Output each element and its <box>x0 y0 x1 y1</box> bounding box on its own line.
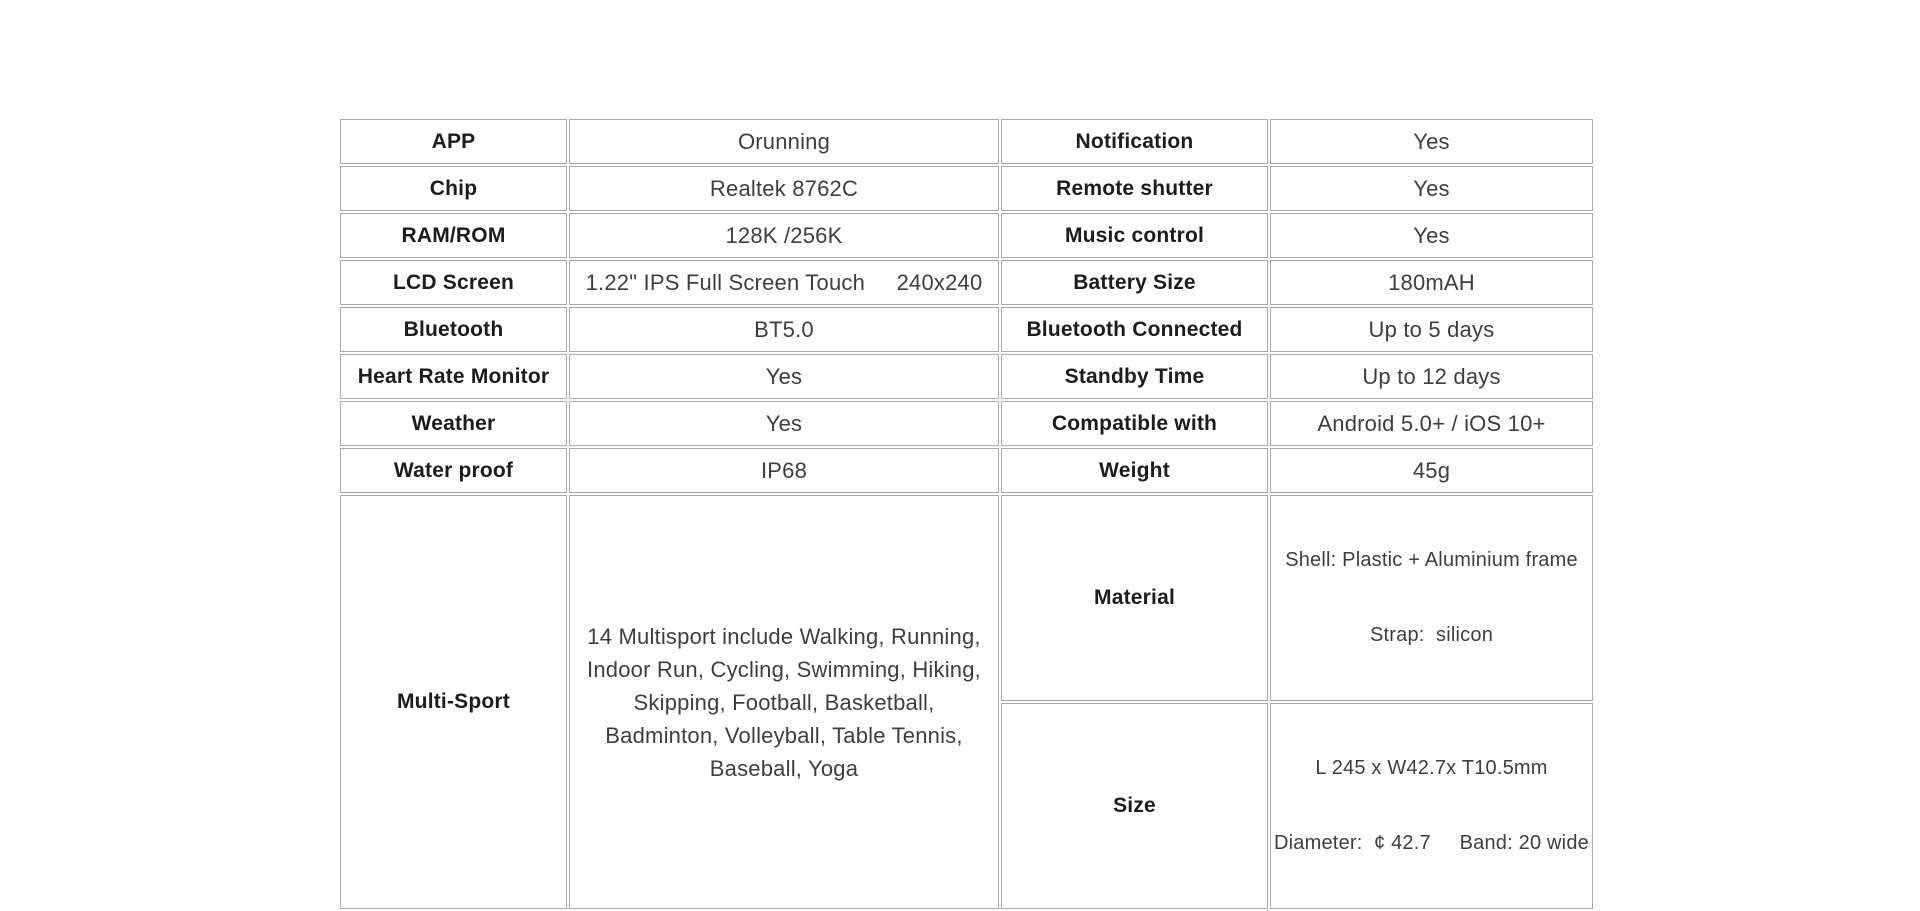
spec-value-lcd-screen: 1.22" IPS Full Screen Touch 240x240 <box>569 260 999 305</box>
spec-label-music-control: Music control <box>1001 213 1268 258</box>
spec-value-compatible-with: Android 5.0+ / iOS 10+ <box>1270 401 1593 446</box>
spec-value-standby-time: Up to 12 days <box>1270 354 1593 399</box>
spec-value-heart-rate-monitor: Yes <box>569 354 999 399</box>
spec-label-weather: Weather <box>340 401 567 446</box>
spec-label-water-proof: Water proof <box>340 448 567 493</box>
table-row: Multi-Sport 14 Multisport include Walkin… <box>340 495 1593 909</box>
spec-value-multi-sport: 14 Multisport include Walking, Running, … <box>569 495 999 909</box>
size-line-diameter-band: Diameter: ¢ 42.7 Band: 20 wide <box>1274 832 1589 854</box>
spec-label-weight: Weight <box>1001 448 1268 493</box>
spec-label-ram-rom: RAM/ROM <box>340 213 567 258</box>
table-row: LCD Screen 1.22" IPS Full Screen Touch 2… <box>340 260 1593 305</box>
spec-label-notification: Notification <box>1001 119 1268 164</box>
spec-label-standby-time: Standby Time <box>1001 354 1268 399</box>
spec-label-bluetooth-connected: Bluetooth Connected <box>1001 307 1268 352</box>
spec-value-music-control: Yes <box>1270 213 1593 258</box>
spec-label-lcd-screen: LCD Screen <box>340 260 567 305</box>
table-row: RAM/ROM 128K /256K Music control Yes <box>340 213 1593 258</box>
size-line-dimensions: L 245 x W42.7x T10.5mm <box>1315 757 1548 779</box>
spec-value-ram-rom: 128K /256K <box>569 213 999 258</box>
spec-value-material: Shell: Plastic + Aluminium frame Strap: … <box>1270 495 1593 701</box>
spec-label-remote-shutter: Remote shutter <box>1001 166 1268 211</box>
material-line-shell: Shell: Plastic + Aluminium frame <box>1285 549 1578 571</box>
spec-value-remote-shutter: Yes <box>1270 166 1593 211</box>
spec-table: APP Orunning Notification Yes Chip Realt… <box>338 117 1595 911</box>
spec-label-battery-size: Battery Size <box>1001 260 1268 305</box>
spec-label-size: Size <box>1001 703 1268 909</box>
material-line-strap: Strap: silicon <box>1369 624 1494 646</box>
table-row: Chip Realtek 8762C Remote shutter Yes <box>340 166 1593 211</box>
spec-label-material: Material <box>1001 495 1268 701</box>
table-row: Heart Rate Monitor Yes Standby Time Up t… <box>340 354 1593 399</box>
spec-value-bluetooth-connected: Up to 5 days <box>1270 307 1593 352</box>
table-row: Bluetooth BT5.0 Bluetooth Connected Up t… <box>340 307 1593 352</box>
product-spec-table: APP Orunning Notification Yes Chip Realt… <box>338 117 1595 911</box>
spec-value-weather: Yes <box>569 401 999 446</box>
spec-value-battery-size: 180mAH <box>1270 260 1593 305</box>
spec-value-notification: Yes <box>1270 119 1593 164</box>
table-row: APP Orunning Notification Yes <box>340 119 1593 164</box>
spec-value-water-proof: IP68 <box>569 448 999 493</box>
spec-value-app: Orunning <box>569 119 999 164</box>
spec-value-chip: Realtek 8762C <box>569 166 999 211</box>
spec-label-multi-sport: Multi-Sport <box>340 495 567 909</box>
table-row: Water proof IP68 Weight 45g <box>340 448 1593 493</box>
spec-label-bluetooth: Bluetooth <box>340 307 567 352</box>
table-row: Weather Yes Compatible with Android 5.0+… <box>340 401 1593 446</box>
spec-value-bluetooth: BT5.0 <box>569 307 999 352</box>
spec-label-compatible-with: Compatible with <box>1001 401 1268 446</box>
spec-label-chip: Chip <box>340 166 567 211</box>
spec-value-size: L 245 x W42.7x T10.5mm Diameter: ¢ 42.7 … <box>1270 703 1593 909</box>
spec-label-heart-rate-monitor: Heart Rate Monitor <box>340 354 567 399</box>
spec-value-weight: 45g <box>1270 448 1593 493</box>
spec-label-app: APP <box>340 119 567 164</box>
